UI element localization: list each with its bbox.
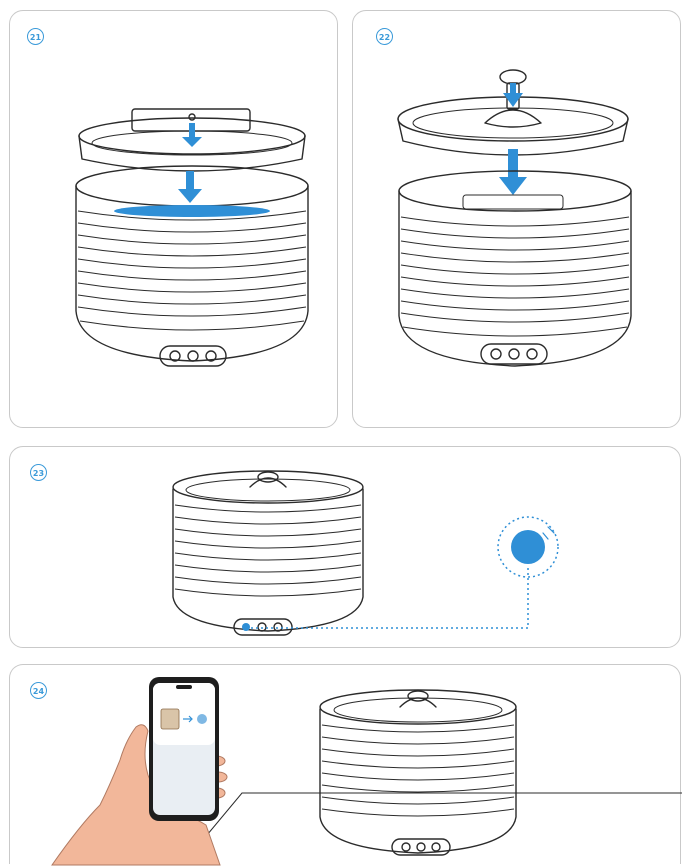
step-2-panel: 22 [352, 10, 681, 428]
button-callout [246, 517, 558, 628]
step-4-panel: 24 [9, 664, 681, 864]
fountain-body [399, 171, 631, 366]
fountain-assembly-illustration [10, 11, 339, 429]
step-1-panel: 21 [9, 10, 338, 428]
fountain-assembled [320, 690, 516, 853]
lid-assembly-illustration [353, 11, 682, 429]
fountain-assembled [173, 471, 363, 631]
power-button-icon [160, 346, 226, 366]
down-arrow-icon [499, 83, 527, 195]
power-button-icon [234, 619, 292, 635]
power-on-illustration [10, 447, 682, 649]
smartphone-icon [149, 677, 219, 821]
power-button-icon [481, 344, 547, 364]
down-arrow-icon [178, 123, 202, 203]
step-3-panel: 23 [9, 446, 681, 648]
fountain-lid [398, 70, 628, 155]
app-pairing-illustration [10, 665, 682, 865]
